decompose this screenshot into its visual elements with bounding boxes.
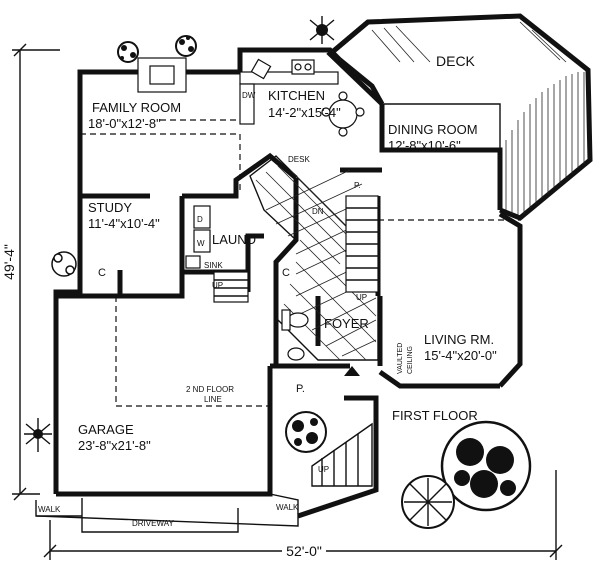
floor-label: FIRST FLOOR xyxy=(392,408,478,423)
washer-label: W xyxy=(197,239,205,248)
second-floor-label-1: 2 ND FLOOR xyxy=(186,385,234,394)
dining-room-size: 12'-8"x10'-6" xyxy=(388,138,461,153)
kitchen-size: 14'-2"x15'-4" xyxy=(268,105,341,120)
pantry-label: P. xyxy=(354,181,361,190)
tree-small xyxy=(401,475,455,529)
width-dimension-label: 52'-0" xyxy=(286,543,322,559)
living-room-size: 15'-4"x20'-0" xyxy=(424,348,497,363)
dining-room-name: DINING ROOM xyxy=(388,122,478,137)
closet-foyer-label: C xyxy=(282,267,290,279)
sink-label: SINK xyxy=(204,261,223,270)
plant-garage xyxy=(24,418,52,452)
up-laundry-label: UP xyxy=(212,281,223,290)
porch-stairs xyxy=(297,395,379,519)
family-room-name: FAMILY ROOM xyxy=(92,100,181,115)
powder-room-fixtures xyxy=(281,309,309,361)
porch-label: P. xyxy=(296,383,305,395)
laundry-name: LAUND xyxy=(212,232,256,247)
deck-label: DECK xyxy=(436,53,476,69)
entry-arrow-icon xyxy=(344,366,360,376)
garage-name: GARAGE xyxy=(78,422,134,437)
foyer-stairs xyxy=(345,195,379,293)
plant-kitchen xyxy=(309,16,335,44)
driveway-label: DRIVEWAY xyxy=(132,519,174,528)
vaulted-label-2: CEILING xyxy=(407,346,414,374)
driveway xyxy=(35,493,299,533)
walk-right-label: WALK xyxy=(276,503,299,512)
shrub-study xyxy=(51,251,77,277)
shrub-porch xyxy=(285,411,327,453)
study-name: STUDY xyxy=(88,200,132,215)
family-room-size: 18'-0"x12'-8" xyxy=(88,116,161,131)
laundry-fixtures xyxy=(185,205,211,269)
depth-dimension-line xyxy=(12,43,60,501)
kitchen-name: KITCHEN xyxy=(268,88,325,103)
dryer-label: D xyxy=(197,215,203,224)
second-floor-label-2: LINE xyxy=(204,395,222,404)
down-label: DN xyxy=(312,207,324,216)
kitchen-fixtures xyxy=(239,58,365,137)
garage-size: 23'-8"x21'-8" xyxy=(78,438,151,453)
foyer-name: FOYER xyxy=(324,316,369,331)
shrub-family-left xyxy=(117,41,139,63)
laundry-stairs xyxy=(213,271,249,303)
dashed-lines xyxy=(80,119,520,407)
closet-study-label: C xyxy=(98,267,106,279)
shrub-family-right xyxy=(175,35,197,57)
depth-dimension-label: 49'-4" xyxy=(1,244,17,280)
vaulted-label-1: VAULTED xyxy=(397,343,404,374)
dishwasher-label: DW xyxy=(242,91,256,100)
width-dimension-bg xyxy=(282,543,326,559)
tree-large xyxy=(440,420,532,512)
deck xyxy=(326,13,593,221)
study-size: 11'-4"x10'-4" xyxy=(88,216,160,231)
walk-left-label: WALK xyxy=(38,505,61,514)
desk-label: DESK xyxy=(288,155,310,164)
up-foyer-label: UP xyxy=(356,293,367,302)
fireplace xyxy=(137,57,187,93)
living-room-name: LIVING RM. xyxy=(424,332,494,347)
up-porch-label: UP xyxy=(318,465,329,474)
